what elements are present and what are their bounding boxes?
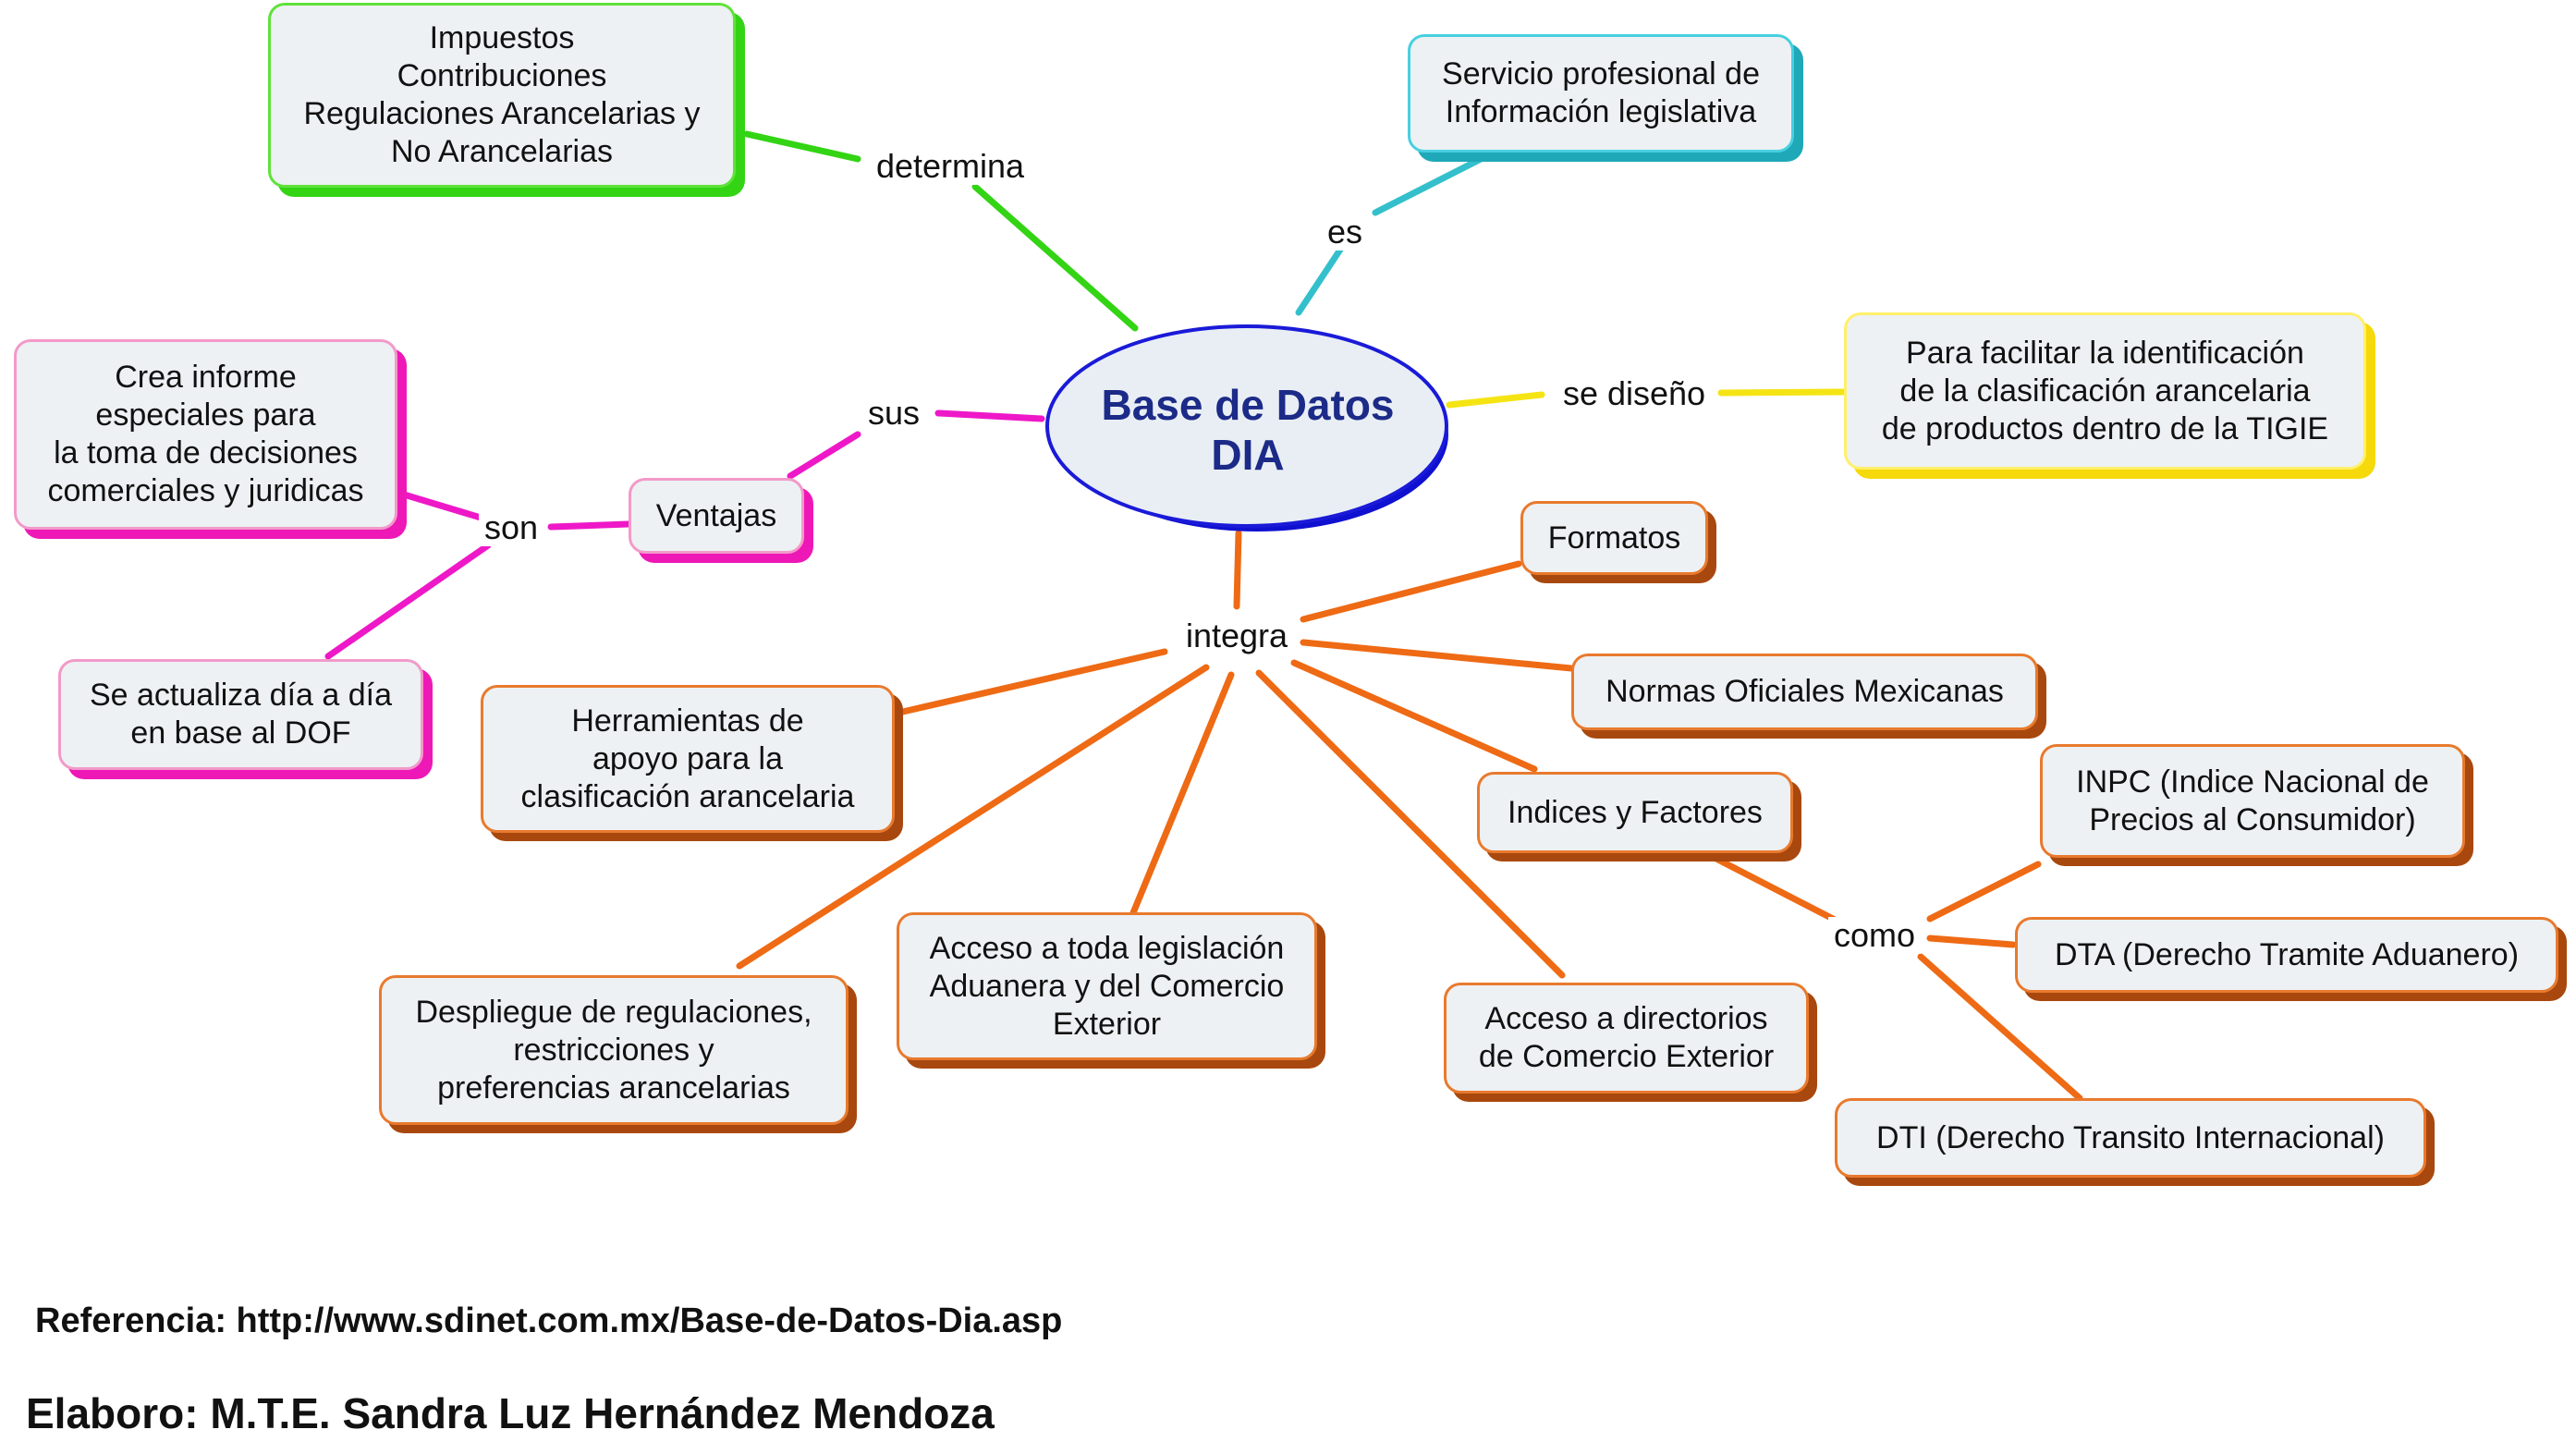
footer-referencia: Referencia: http://www.sdinet.com.mx/Bas… (35, 1301, 1063, 1340)
node-acceso-legislacion: Acceso a toda legislación Aduanera y del… (897, 912, 1317, 1060)
link-son: son (478, 509, 544, 546)
node-impuestos: Impuestos Contribuciones Regulaciones Ar… (268, 3, 736, 188)
link-determina: determina (870, 148, 1031, 185)
center-node (1045, 324, 1448, 528)
footer-elaboro: Elaboro: M.T.E. Sandra Luz Hernández Men… (26, 1389, 995, 1437)
node-inpc: INPC (Indice Nacional de Precios al Cons… (2040, 744, 2465, 858)
node-dti: DTI (Derecho Transito Internacional) (1835, 1098, 2426, 1178)
node-acceso-directorios: Acceso a directorios de Comercio Exterio… (1444, 983, 1809, 1094)
center-title: Base de Datos DIA (1101, 381, 1395, 479)
link-es: es (1321, 214, 1369, 250)
node-crea-informe: Crea informe especiales para la toma de … (14, 339, 397, 530)
link-sus: sus (861, 395, 926, 432)
node-herramientas: Herramientas de apoyo para la clasificac… (481, 685, 895, 833)
node-ventajas: Ventajas (629, 478, 804, 554)
link-integra: integra (1179, 617, 1294, 654)
node-indices-factores: Indices y Factores (1477, 772, 1793, 853)
node-normas-oficiales: Normas Oficiales Mexicanas (1571, 654, 2038, 730)
node-despliegue: Despliegue de regulaciones, restriccione… (379, 975, 848, 1125)
node-actualiza-dof: Se actualiza día a día en base al DOF (58, 659, 423, 770)
node-servicio-profesional: Servicio profesional de Información legi… (1408, 34, 1794, 153)
link-como: como (1827, 917, 1922, 954)
link-se-diseno: se diseño (1557, 375, 1712, 412)
node-facilitar-identificacion: Para facilitar la identificación de la c… (1844, 312, 2366, 470)
node-dta: DTA (Derecho Tramite Aduanero) (2015, 917, 2558, 993)
node-formatos: Formatos (1520, 501, 1708, 575)
